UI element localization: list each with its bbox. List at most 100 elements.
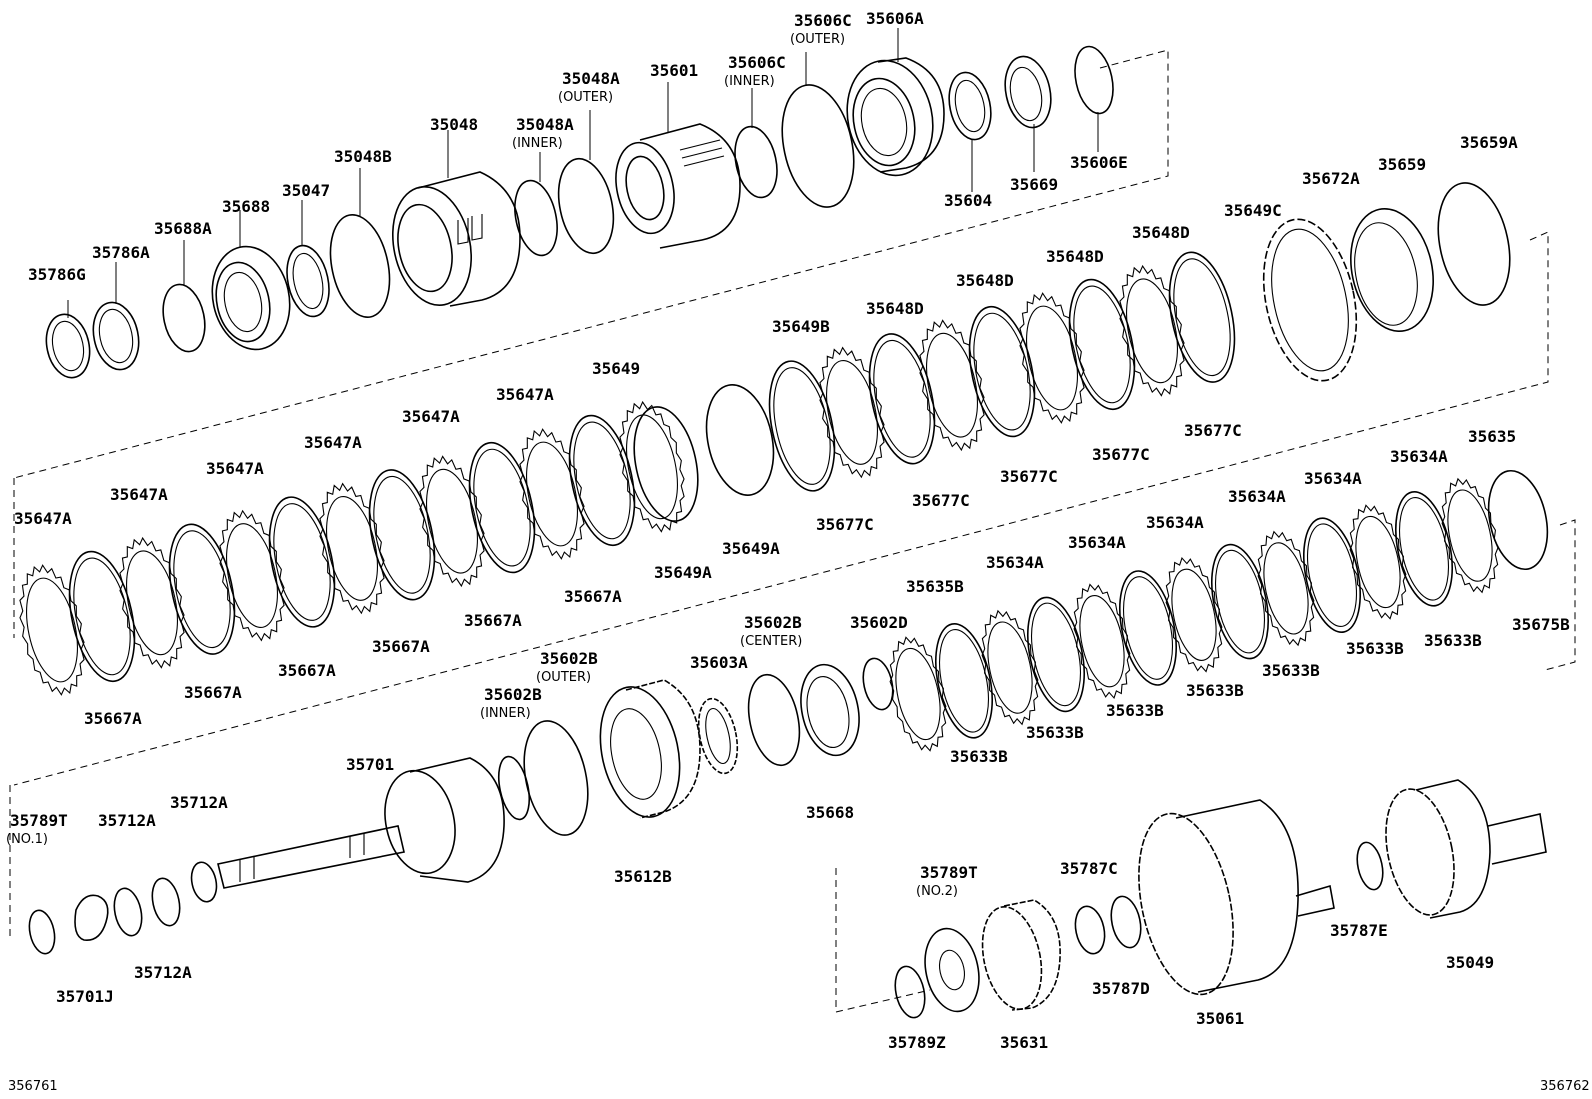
part-label-35786g[interactable]: 35786G <box>28 265 86 284</box>
part-label-35647a[interactable]: 35647A <box>206 459 264 478</box>
part-label-35712a[interactable]: 35712A <box>170 793 228 812</box>
lower-steel-plate-9 <box>1257 530 1315 647</box>
part-label-35787d[interactable]: 35787D <box>1092 979 1150 998</box>
part-label-35789t[interactable]: 35789T <box>920 863 978 882</box>
part-label-35635[interactable]: 35635 <box>1468 427 1516 446</box>
part-label-35659[interactable]: 35659 <box>1378 155 1426 174</box>
part-label-35649a[interactable]: 35649A <box>654 563 712 582</box>
ring-35786G <box>45 313 91 379</box>
lower-friction-plate-10 <box>1303 517 1361 633</box>
part-label-35649[interactable]: 35649 <box>592 359 640 378</box>
part-label-35677c[interactable]: 35677C <box>1092 445 1150 464</box>
lower-steel-plate-11 <box>1349 504 1407 620</box>
part-label-35786a[interactable]: 35786A <box>92 243 150 262</box>
part-label-35602d[interactable]: 35602D <box>850 613 908 632</box>
part-label-35669[interactable]: 35669 <box>1010 175 1058 194</box>
part-label-35606c[interactable]: 35606C <box>728 53 786 72</box>
part-label-35635b[interactable]: 35635B <box>906 577 964 596</box>
part-label-35612b[interactable]: 35612B <box>614 867 672 886</box>
lower-steel-plate-13 <box>1441 477 1499 594</box>
part-label-35602b[interactable]: 35602B <box>484 685 542 704</box>
part-label-35634a[interactable]: 35634A <box>986 553 1044 572</box>
part-label-35677c[interactable]: 35677C <box>912 491 970 510</box>
oring-35606C-inner <box>734 125 778 199</box>
part-label-35701j[interactable]: 35701J <box>56 987 114 1006</box>
part-label-35049[interactable]: 35049 <box>1446 953 1494 972</box>
part-label-35647a[interactable]: 35647A <box>304 433 362 452</box>
part-label-35633b[interactable]: 35633B <box>1424 631 1482 650</box>
part-label-35648d[interactable]: 35648D <box>1046 247 1104 266</box>
part-label-35701[interactable]: 35701 <box>346 755 394 774</box>
part-label-35603a[interactable]: 35603A <box>690 653 748 672</box>
part-label-35606a[interactable]: 35606A <box>866 9 924 28</box>
lower-friction-plate-6 <box>1119 570 1177 686</box>
part-note-35789t: (NO.1) <box>6 832 48 847</box>
part-label-35789z[interactable]: 35789Z <box>888 1033 946 1052</box>
part-label-35688[interactable]: 35688 <box>222 197 270 216</box>
part-label-35606e[interactable]: 35606E <box>1070 153 1128 172</box>
part-label-35659a[interactable]: 35659A <box>1460 133 1518 152</box>
part-label-35677c[interactable]: 35677C <box>1184 421 1242 440</box>
part-label-35787e[interactable]: 35787E <box>1330 921 1388 940</box>
part-label-35672a[interactable]: 35672A <box>1302 169 1360 188</box>
friction-plate-20 <box>968 305 1036 438</box>
part-label-35789t[interactable]: 35789T <box>10 811 68 830</box>
part-label-35677c[interactable]: 35677C <box>816 515 874 534</box>
part-label-35633b[interactable]: 35633B <box>1106 701 1164 720</box>
part-label-35634a[interactable]: 35634A <box>1228 487 1286 506</box>
part-label-35648d[interactable]: 35648D <box>866 299 924 318</box>
lower-friction-plate-2 <box>935 623 993 739</box>
part-label-35648d[interactable]: 35648D <box>956 271 1014 290</box>
snap-ring-35649A-2 <box>705 384 775 496</box>
part-label-35712a[interactable]: 35712A <box>134 963 192 982</box>
part-label-35667a[interactable]: 35667A <box>278 661 336 680</box>
part-label-35667a[interactable]: 35667A <box>464 611 522 630</box>
steel-plate-1 <box>19 564 85 696</box>
part-label-35061[interactable]: 35061 <box>1196 1009 1244 1028</box>
snap-ring-35688A <box>162 283 206 353</box>
part-label-35667a[interactable]: 35667A <box>564 587 622 606</box>
part-label-35667a[interactable]: 35667A <box>372 637 430 656</box>
part-label-35667a[interactable]: 35667A <box>84 709 142 728</box>
part-label-35602b[interactable]: 35602B <box>744 613 802 632</box>
part-label-35649c[interactable]: 35649C <box>1224 201 1282 220</box>
part-label-35675b[interactable]: 35675B <box>1512 615 1570 634</box>
part-label-35633b[interactable]: 35633B <box>1026 723 1084 742</box>
part-label-35631[interactable]: 35631 <box>1000 1033 1048 1052</box>
part-label-35601[interactable]: 35601 <box>650 61 698 80</box>
part-label-35633b[interactable]: 35633B <box>1262 661 1320 680</box>
part-label-35648d[interactable]: 35648D <box>1132 223 1190 242</box>
part-label-35048b[interactable]: 35048B <box>334 147 392 166</box>
part-label-35647a[interactable]: 35647A <box>14 509 72 528</box>
part-label-35649a[interactable]: 35649A <box>722 539 780 558</box>
part-label-35048[interactable]: 35048 <box>430 115 478 134</box>
part-label-35602b[interactable]: 35602B <box>540 649 598 668</box>
washer-35787C <box>1074 905 1106 955</box>
part-label-35712a[interactable]: 35712A <box>98 811 156 830</box>
part-label-35048a[interactable]: 35048A <box>516 115 574 134</box>
clutch-pack-lower <box>889 477 1499 752</box>
shaft-35701 <box>217 825 405 889</box>
part-label-35634a[interactable]: 35634A <box>1304 469 1362 488</box>
part-label-35633b[interactable]: 35633B <box>1346 639 1404 658</box>
part-label-35677c[interactable]: 35677C <box>1000 467 1058 486</box>
part-label-35634a[interactable]: 35634A <box>1068 533 1126 552</box>
part-label-35647a[interactable]: 35647A <box>110 485 168 504</box>
part-label-35048a[interactable]: 35048A <box>562 69 620 88</box>
part-label-35634a[interactable]: 35634A <box>1146 513 1204 532</box>
oring-35602B-outer <box>523 720 589 836</box>
washer-35787E <box>1356 841 1384 891</box>
part-label-35647a[interactable]: 35647A <box>496 385 554 404</box>
part-label-35688a[interactable]: 35688A <box>154 219 212 238</box>
part-label-35787c[interactable]: 35787C <box>1060 859 1118 878</box>
part-label-35633b[interactable]: 35633B <box>1186 681 1244 700</box>
part-label-35649b[interactable]: 35649B <box>772 317 830 336</box>
part-label-35647a[interactable]: 35647A <box>402 407 460 426</box>
part-label-35668[interactable]: 35668 <box>806 803 854 822</box>
part-label-35634a[interactable]: 35634A <box>1390 447 1448 466</box>
part-label-35047[interactable]: 35047 <box>282 181 330 200</box>
part-label-35606c[interactable]: 35606C <box>794 11 852 30</box>
part-label-35633b[interactable]: 35633B <box>950 747 1008 766</box>
part-label-35604[interactable]: 35604 <box>944 191 992 210</box>
part-label-35667a[interactable]: 35667A <box>184 683 242 702</box>
